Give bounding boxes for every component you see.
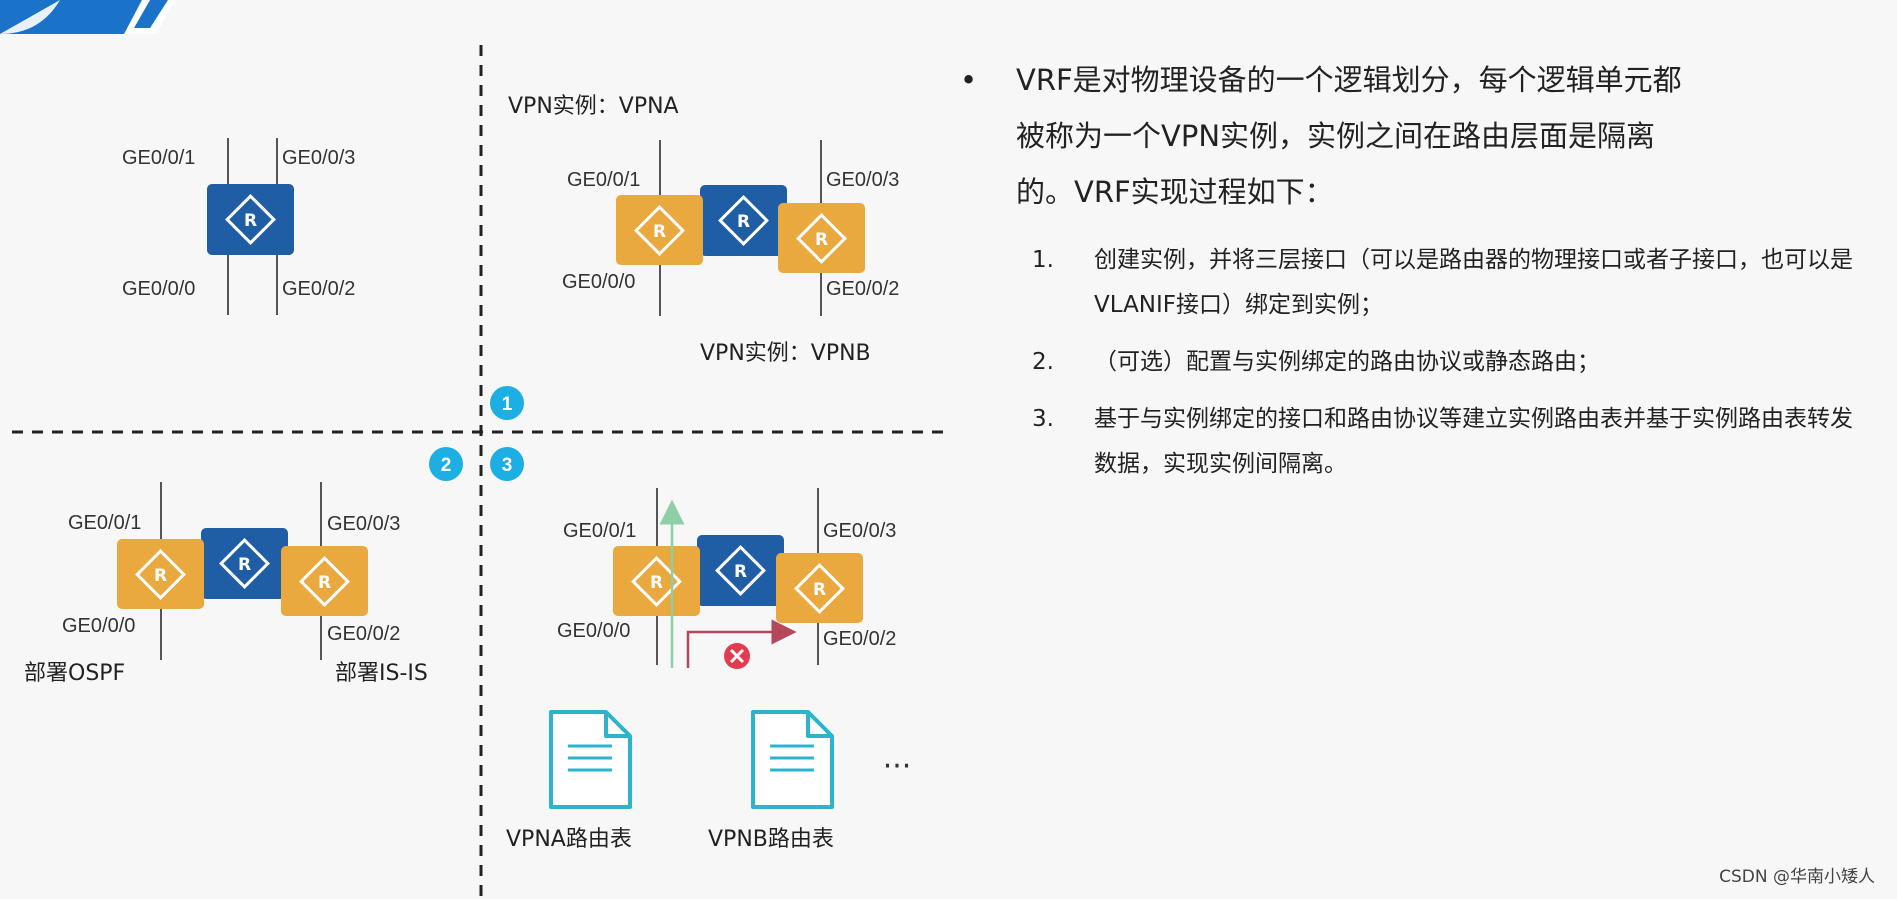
step-list: 1. 创建实例，并将三层接口（可以是路由器的物理接口或者子接口，也可以是VLAN… xyxy=(960,238,1860,487)
step-badge-3: 3 xyxy=(490,447,524,481)
svg-text:R: R xyxy=(238,555,251,575)
routing-table-icon xyxy=(751,710,834,809)
if-label: GE0/0/0 xyxy=(562,271,635,293)
router-icon-orange: R xyxy=(613,546,700,616)
step-item: 2. （可选）配置与实例绑定的路由协议或静态路由； xyxy=(1032,340,1860,385)
svg-text:2: 2 xyxy=(441,455,452,476)
router-icon-blue: R xyxy=(207,184,294,255)
svg-text:R: R xyxy=(650,573,663,593)
svg-text:R: R xyxy=(318,573,331,593)
if-label: GE0/0/0 xyxy=(122,278,195,300)
deploy-isis-label: 部署IS-IS xyxy=(335,661,428,686)
blocked-icon xyxy=(724,643,750,669)
quadrant-routing-protocols: R R R GE0/0/1 GE0/0/3 GE0/0/0 GE0/0/2 部署… xyxy=(24,482,428,686)
svg-text:R: R xyxy=(244,211,257,231)
step-item: 3. 基于与实例绑定的接口和路由协议等建立实例路由表并基于实例路由表转发数据，实… xyxy=(1032,397,1860,487)
step-number: 3. xyxy=(1032,406,1054,432)
if-label: GE0/0/0 xyxy=(557,620,630,642)
routing-table-icon xyxy=(549,710,632,809)
svg-text:R: R xyxy=(813,580,826,600)
svg-text:R: R xyxy=(737,212,750,232)
router-icon-orange: R xyxy=(616,195,703,265)
watermark: CSDN @华南小矮人 xyxy=(1719,867,1875,887)
quadrant-vpn-instances: VPN实例：VPNA VPN实例：VPNB R R R GE0/0/1 GE0/… xyxy=(508,94,899,366)
router-icon-blue: R xyxy=(700,185,787,256)
router-icon-blue: R xyxy=(697,535,784,606)
if-label: GE0/0/0 xyxy=(62,615,135,637)
blocked-path-arrow xyxy=(686,619,797,668)
if-label: GE0/0/3 xyxy=(282,147,355,169)
corner-logo xyxy=(0,0,176,34)
svg-text:R: R xyxy=(154,566,167,586)
main-bullet: • VRF是对物理设备的一个逻辑划分，每个逻辑单元都被称为一个VPN实例，实例之… xyxy=(960,52,1860,220)
step-badge-1: 1 xyxy=(490,386,524,420)
step-number: 1. xyxy=(1032,247,1054,273)
step-badge-2: 2 xyxy=(429,447,463,481)
if-label: GE0/0/2 xyxy=(282,278,355,300)
svg-text:R: R xyxy=(653,222,666,242)
bullet-symbol: • xyxy=(960,63,978,97)
step-number: 2. xyxy=(1032,349,1054,375)
instance-a-label: VPN实例：VPNA xyxy=(508,94,679,119)
if-label: GE0/0/1 xyxy=(68,512,141,534)
step-text: 基于与实例绑定的接口和路由协议等建立实例路由表并基于实例路由表转发数据，实现实例… xyxy=(1094,406,1853,477)
if-label: GE0/0/3 xyxy=(826,169,899,191)
description-panel: • VRF是对物理设备的一个逻辑划分，每个逻辑单元都被称为一个VPN实例，实例之… xyxy=(960,52,1860,499)
router-icon-blue: R xyxy=(201,528,288,599)
table-a-label: VPNA路由表 xyxy=(506,827,632,852)
quadrant-isolation: R R R GE0/0/1 GE0/0/3 GE0/0/0 GE0/0/2 xyxy=(506,488,911,852)
if-label: GE0/0/1 xyxy=(122,147,195,169)
table-b-label: VPNB路由表 xyxy=(708,827,834,852)
svg-text:R: R xyxy=(815,230,828,250)
router-icon-orange: R xyxy=(281,546,368,616)
quadrant-single-router: R GE0/0/1 GE0/0/3 GE0/0/0 GE0/0/2 xyxy=(122,138,355,315)
svg-text:3: 3 xyxy=(502,455,513,476)
if-label: GE0/0/3 xyxy=(823,520,896,542)
if-label: GE0/0/1 xyxy=(567,169,640,191)
if-label: GE0/0/2 xyxy=(826,278,899,300)
router-icon-orange: R xyxy=(776,553,863,623)
step-text: （可选）配置与实例绑定的路由协议或静态路由； xyxy=(1094,349,1600,375)
deploy-ospf-label: 部署OSPF xyxy=(24,661,125,686)
router-icon-orange: R xyxy=(778,203,865,273)
step-item: 1. 创建实例，并将三层接口（可以是路由器的物理接口或者子接口，也可以是VLAN… xyxy=(1032,238,1860,328)
router-icon-orange: R xyxy=(117,539,204,609)
bullet-text: VRF是对物理设备的一个逻辑划分，每个逻辑单元都被称为一个VPN实例，实例之间在… xyxy=(1016,63,1682,209)
svg-text:R: R xyxy=(734,562,747,582)
instance-b-label: VPN实例：VPNB xyxy=(700,341,871,366)
if-label: GE0/0/2 xyxy=(327,623,400,645)
if-label: GE0/0/3 xyxy=(327,513,400,535)
if-label: GE0/0/1 xyxy=(563,520,636,542)
more-ellipsis: ··· xyxy=(883,749,912,784)
step-text: 创建实例，并将三层接口（可以是路由器的物理接口或者子接口，也可以是VLANIF接… xyxy=(1094,247,1853,318)
if-label: GE0/0/2 xyxy=(823,628,896,650)
svg-text:1: 1 xyxy=(502,394,513,415)
vrf-diagram: R GE0/0/1 GE0/0/3 GE0/0/0 GE0/0/2 VPN实例：… xyxy=(0,0,945,899)
